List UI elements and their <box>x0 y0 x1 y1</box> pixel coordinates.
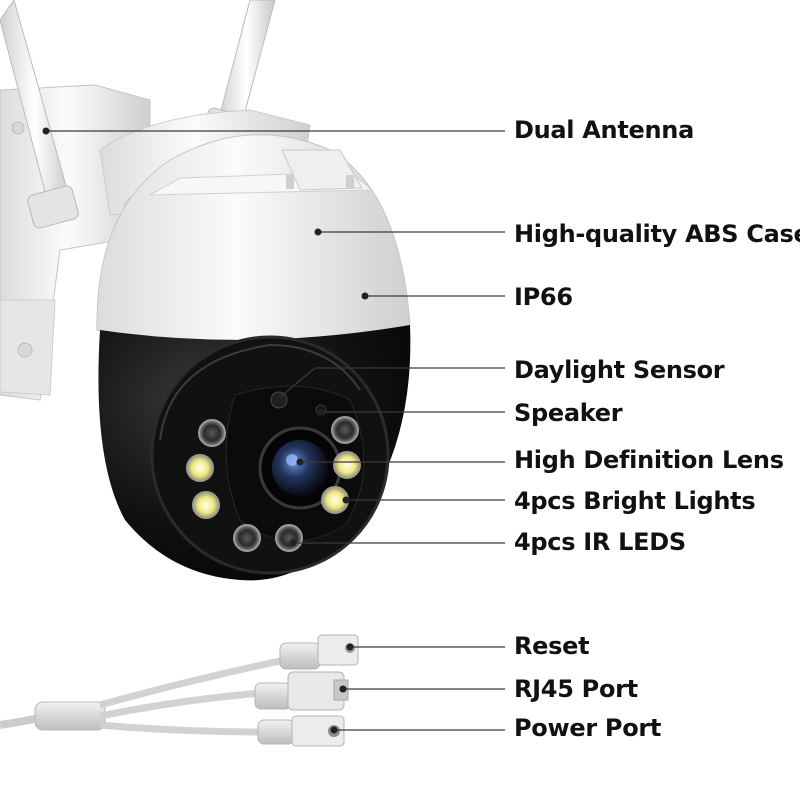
leader-lines <box>42 127 505 734</box>
ir-led-3 <box>275 524 303 552</box>
label-hd-lens: High Definition Lens <box>514 446 784 474</box>
label-reset: Reset <box>514 632 590 660</box>
label-power: Power Port <box>514 714 662 742</box>
bright-led-3 <box>333 451 361 479</box>
label-speaker: Speaker <box>514 399 623 427</box>
label-dual-antenna: Dual Antenna <box>514 116 694 144</box>
bright-led-1 <box>186 454 214 482</box>
led-ring <box>186 416 361 552</box>
ir-led-1 <box>198 419 226 447</box>
cable-assembly <box>0 634 359 747</box>
ir-led-4 <box>331 416 359 444</box>
label-bright-lights: 4pcs Bright Lights <box>514 487 756 515</box>
bright-led-2 <box>192 491 220 519</box>
white-dome <box>96 134 411 346</box>
label-daylight-sensor: Daylight Sensor <box>514 356 725 384</box>
label-abs-case: High-quality ABS Case <box>514 220 800 248</box>
power-connector <box>257 715 345 747</box>
reset-connector <box>279 634 359 670</box>
hd-lens-part <box>258 426 342 510</box>
rj45-connector <box>254 671 349 711</box>
antenna-left <box>0 0 79 229</box>
ir-led-2 <box>233 524 261 552</box>
label-ip66: IP66 <box>514 283 573 311</box>
label-rj45: RJ45 Port <box>514 675 638 703</box>
label-ir-leds: 4pcs IR LEDS <box>514 528 686 556</box>
